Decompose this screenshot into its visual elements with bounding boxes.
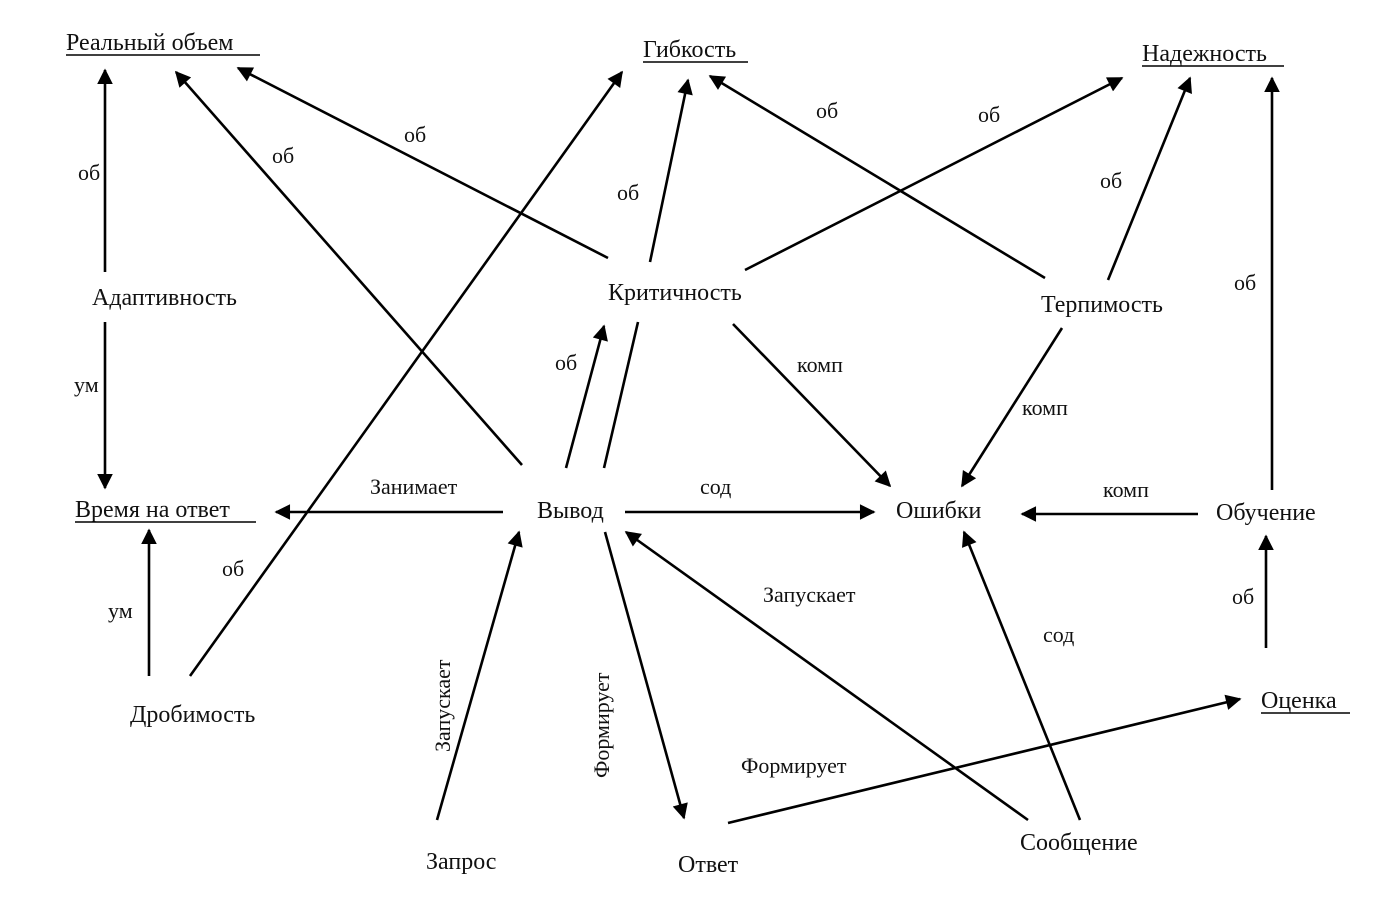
edge-output-real-volume: об	[174, 70, 523, 466]
edge-line	[960, 327, 1064, 488]
edge-message-errors: сод	[962, 530, 1082, 821]
edge-line	[708, 74, 1046, 280]
edge-criticality-errors: комп	[732, 323, 892, 488]
edge-criticality-flexibility: об	[617, 78, 693, 263]
node-tolerance: Терпимость	[1041, 292, 1163, 318]
node-label-divisibility: Дробимость	[130, 702, 255, 728]
node-learning: Обучение	[1216, 500, 1316, 526]
node-label-errors: Ошибки	[896, 498, 982, 524]
node-answer: Ответ	[678, 852, 739, 878]
edge-label-message-errors: сод	[1043, 622, 1074, 647]
node-label-learning: Обучение	[1216, 500, 1316, 526]
edge-label-output-answer: Формирует	[589, 672, 614, 778]
edge-label-output-errors: сод	[700, 474, 731, 499]
node-label-adaptivity: Адаптивность	[92, 285, 237, 311]
edge-label-criticality-real-volume: об	[404, 122, 426, 147]
edge-line	[174, 70, 523, 466]
node-label-criticality: Критичность	[608, 280, 742, 306]
node-reliability: Надежность	[1142, 41, 1284, 67]
edge-tolerance-flexibility: об	[708, 74, 1046, 280]
edge-line	[236, 66, 609, 260]
edge-label-output-response-time: Занимает	[370, 474, 458, 499]
edge-label-criticality-flexibility: об	[617, 180, 639, 205]
node-output: Вывод	[537, 498, 604, 524]
edge-line	[727, 694, 1242, 825]
edge-label-criticality-reliability: об	[978, 102, 1000, 127]
edge-label-adaptivity-real-volume: об	[78, 160, 100, 185]
edge-line	[603, 531, 688, 820]
edge-divisibility-flexibility: об	[188, 70, 624, 677]
edge-message-output: Запускает	[624, 530, 1029, 822]
edge-line	[602, 321, 640, 469]
edge-output-criticality: об	[555, 324, 608, 469]
edge-line	[648, 78, 693, 263]
edge-label-output-criticality: об	[555, 350, 577, 375]
node-label-request: Запрос	[426, 849, 496, 875]
edge-output-criticality-link	[602, 321, 640, 469]
edge-label-tolerance-flexibility: об	[816, 98, 838, 123]
edge-adaptivity-response-time: ум	[74, 322, 113, 490]
edge-criticality-real-volume: об	[236, 66, 609, 260]
nodes: Реальный объем Гибкость Надежность Адапт…	[66, 30, 1350, 878]
edge-learning-errors: комп	[1020, 477, 1198, 522]
edge-tolerance-errors: комп	[960, 327, 1068, 488]
edge-label-request-output: Запускает	[430, 659, 455, 752]
node-label-flexibility: Гибкость	[643, 37, 736, 63]
edge-assessment-learning: об	[1232, 534, 1274, 648]
edge-line	[564, 324, 608, 469]
node-message: Сообщение	[1020, 830, 1138, 856]
edge-line	[435, 530, 523, 821]
node-label-answer: Ответ	[678, 852, 739, 878]
edge-line	[732, 323, 892, 488]
edge-line	[1106, 76, 1192, 281]
node-label-real-volume: Реальный объем	[66, 30, 233, 56]
node-label-response-time: Время на ответ	[75, 497, 230, 523]
edge-request-output: Запускает	[430, 530, 523, 821]
edge-label-answer-assessment: Формирует	[741, 753, 847, 778]
node-assessment: Оценка	[1261, 688, 1350, 714]
edge-line	[188, 70, 624, 677]
edge-label-divisibility-response-time: ум	[108, 598, 133, 623]
node-request: Запрос	[426, 849, 496, 875]
edge-tolerance-reliability: об	[1100, 76, 1192, 281]
edge-label-criticality-errors: комп	[797, 352, 843, 377]
node-response-time: Время на ответ	[75, 497, 256, 523]
node-label-reliability: Надежность	[1142, 41, 1267, 67]
edges: об ум об об об об об	[74, 66, 1280, 825]
edge-label-tolerance-reliability: об	[1100, 168, 1122, 193]
edge-label-learning-reliability: об	[1234, 270, 1256, 295]
edge-output-answer: Формирует	[589, 531, 688, 820]
edge-label-output-real-volume: об	[272, 143, 294, 168]
edge-label-learning-errors: комп	[1103, 477, 1149, 502]
node-errors: Ошибки	[896, 498, 982, 524]
edge-divisibility-response-time: ум	[108, 528, 157, 676]
edge-output-errors: сод	[625, 474, 876, 520]
edge-label-adaptivity-response-time: ум	[74, 372, 99, 397]
edge-output-response-time: Занимает	[274, 474, 503, 520]
node-adaptivity: Адаптивность	[92, 285, 237, 311]
edge-label-assessment-learning: об	[1232, 584, 1254, 609]
node-label-output: Вывод	[537, 498, 604, 524]
edge-label-tolerance-errors: комп	[1022, 395, 1068, 420]
node-flexibility: Гибкость	[643, 37, 748, 63]
edge-line	[624, 530, 1029, 822]
edge-answer-assessment: Формирует	[727, 694, 1242, 825]
node-divisibility: Дробимость	[130, 702, 255, 728]
edge-criticality-reliability: об	[744, 76, 1124, 272]
edge-learning-reliability: об	[1234, 76, 1280, 490]
edge-adaptivity-real-volume: об	[78, 68, 113, 272]
edge-line	[744, 76, 1124, 272]
node-label-tolerance: Терпимость	[1041, 292, 1163, 318]
node-label-message: Сообщение	[1020, 830, 1138, 856]
edge-label-message-output: Запускает	[763, 582, 856, 607]
node-label-assessment: Оценка	[1261, 688, 1337, 714]
edge-label-divisibility-flexibility: об	[222, 556, 244, 581]
node-criticality: Критичность	[608, 280, 742, 306]
edge-line	[962, 530, 1082, 821]
node-real-volume: Реальный объем	[66, 30, 260, 56]
